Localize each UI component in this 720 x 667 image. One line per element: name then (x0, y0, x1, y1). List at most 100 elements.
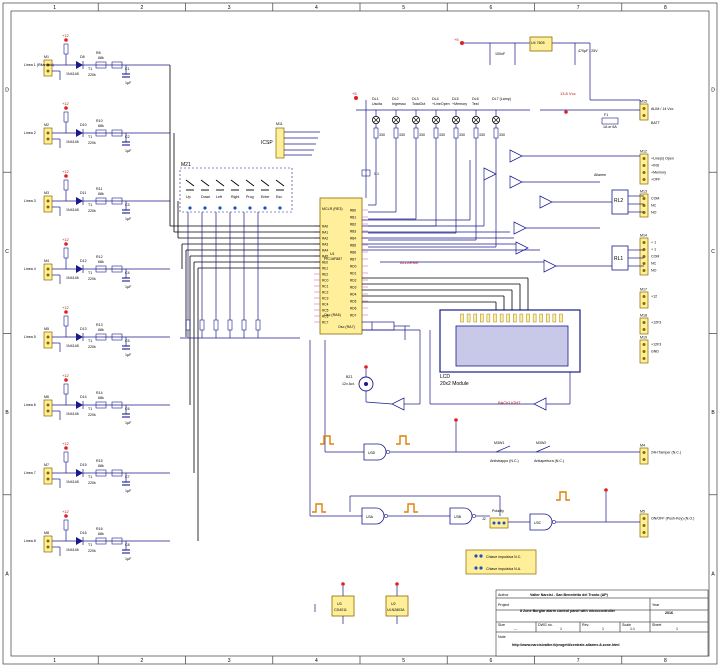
mcu-pin-left: RC3 (322, 297, 329, 301)
right-connector-pin (642, 114, 646, 117)
frame-row-left-C: C (5, 249, 9, 255)
frame-col-bottom-3: 3 (228, 658, 231, 664)
input-connector (43, 59, 53, 77)
buzzer: 12v Act. BZ1 (342, 329, 421, 411)
jumper-legend: Chiave impulsiva N.C. Chiave impulsiva N… (465, 549, 537, 575)
mcu-decoupling-label: 0.1 (374, 172, 379, 176)
input-pullup-resistor (63, 451, 69, 463)
led-ref: DL1 (372, 97, 379, 101)
right-connector-label: ALIM / 14 Vcc (651, 107, 674, 111)
right-connector-pin (642, 171, 646, 174)
mcu-pin-left: RC1 (322, 285, 329, 289)
input-vcc-dot (64, 514, 68, 518)
input-pin (46, 63, 50, 67)
right-connector-label: NC (651, 262, 657, 266)
input-resistor-1-value: 68k (98, 396, 104, 400)
mcu-top-pin: MCLR (RE3) (322, 207, 343, 211)
button-pulldown-resistor (185, 319, 191, 331)
oscillator (362, 321, 410, 340)
mcu-pin-right: RD1 (350, 272, 357, 276)
mcu-pin-left: RC2 (322, 291, 329, 295)
right-connector-ref: M5 (640, 510, 645, 514)
right-connector-pin (642, 241, 646, 244)
right-connector-label: +12F3 (651, 343, 661, 347)
input-cap-value: 1µF (125, 557, 132, 561)
right-connector-label: +12 (651, 295, 657, 299)
lcd-pin (526, 313, 530, 323)
tb-size: --- (514, 627, 518, 631)
vcc138-label: 13.8 Vcc (560, 91, 576, 96)
input-pin (46, 267, 50, 271)
input-resistor-2-value: 220k (88, 345, 96, 349)
input-resistor-2 (111, 197, 123, 205)
tb-size-label: Size (498, 623, 505, 627)
led-ref: DL3 (412, 97, 419, 101)
power-supply: +5 U4 7805 100nF 470µF / 25V 13.8 Vcc 1A… (454, 36, 641, 129)
led-resistor-value: 330 (479, 133, 485, 137)
input-resistor-1 (95, 469, 107, 477)
button-pin (263, 206, 267, 210)
led-ref: DL7 (Lamp) (492, 97, 511, 101)
button-left: Left (215, 179, 225, 210)
input-diode (76, 129, 83, 137)
relay1-label: RL1 (614, 256, 623, 262)
frame-col-bottom-7: 7 (577, 658, 580, 664)
input-resistor-2-value: 220k (88, 413, 96, 417)
input-conn-ref: M3 (44, 191, 49, 195)
button-up: Up (185, 179, 195, 210)
input-vcc-label: +12 (62, 101, 70, 106)
lcd-sub: 20x2 Module (440, 381, 469, 387)
input-cap-ref: C6 (125, 407, 130, 411)
input-line-label: Linea 5 (24, 335, 36, 339)
button-esc: Esc (275, 179, 285, 210)
lcd-data-bus (362, 277, 529, 310)
mcu-pin-left: RC4 (322, 303, 329, 307)
input-pin (46, 69, 50, 73)
mcu-pin-left: RA4 (322, 249, 328, 253)
button-switch (185, 179, 195, 187)
right-connector-body (639, 317, 649, 335)
input-connector (43, 467, 53, 485)
button-switch (200, 179, 210, 187)
lcd-pin (460, 313, 464, 323)
right-connector-pin (642, 328, 646, 331)
input-cap-ref: C8 (125, 543, 130, 547)
input-pin (46, 471, 50, 475)
input-diode (76, 469, 83, 477)
tb-url: http://www.narcisivalter.it/progetti/cen… (512, 643, 620, 647)
led-resistor (413, 127, 419, 139)
input-conn-ref: M8 (44, 531, 49, 535)
right-connector-pin (642, 211, 646, 214)
input-connector (43, 399, 53, 417)
lcd-pin (559, 313, 563, 323)
mcu-pin-left: RE1 (322, 267, 328, 271)
right-connector-pin (642, 178, 646, 181)
mcu-pin-right: RD0 (350, 265, 357, 269)
input-pullup-resistor (63, 247, 69, 259)
input-resistor-2-value: 220k (88, 73, 96, 77)
frame-col-bottom-5: 5 (402, 658, 405, 664)
input-diode-part: 1N4148 (66, 412, 79, 416)
tb-scale-label: Scale (622, 623, 631, 627)
lcd-pin (466, 313, 471, 323)
input-conn-ref: M7 (44, 463, 49, 467)
input-cap-ref: C2 (125, 135, 130, 139)
mcu-pin-left: RA1 (322, 231, 328, 235)
input-diode (76, 265, 83, 273)
relay2-label: RL2 (614, 198, 623, 204)
gate-section: U3D U3A U3B U3C M3W1 Antistrappo (N (309, 340, 640, 531)
led-cross (433, 117, 439, 123)
cap-main-label: 470µF / 25V (578, 49, 598, 53)
mcu-pin-right: RD6 (350, 307, 357, 311)
led-resistor (473, 127, 479, 139)
input-resistor-2-value: 220k (88, 141, 96, 145)
input-pullup-resistor (63, 43, 69, 55)
led-resistor-value: 330 (379, 133, 385, 137)
input-resistor-1 (95, 129, 107, 137)
